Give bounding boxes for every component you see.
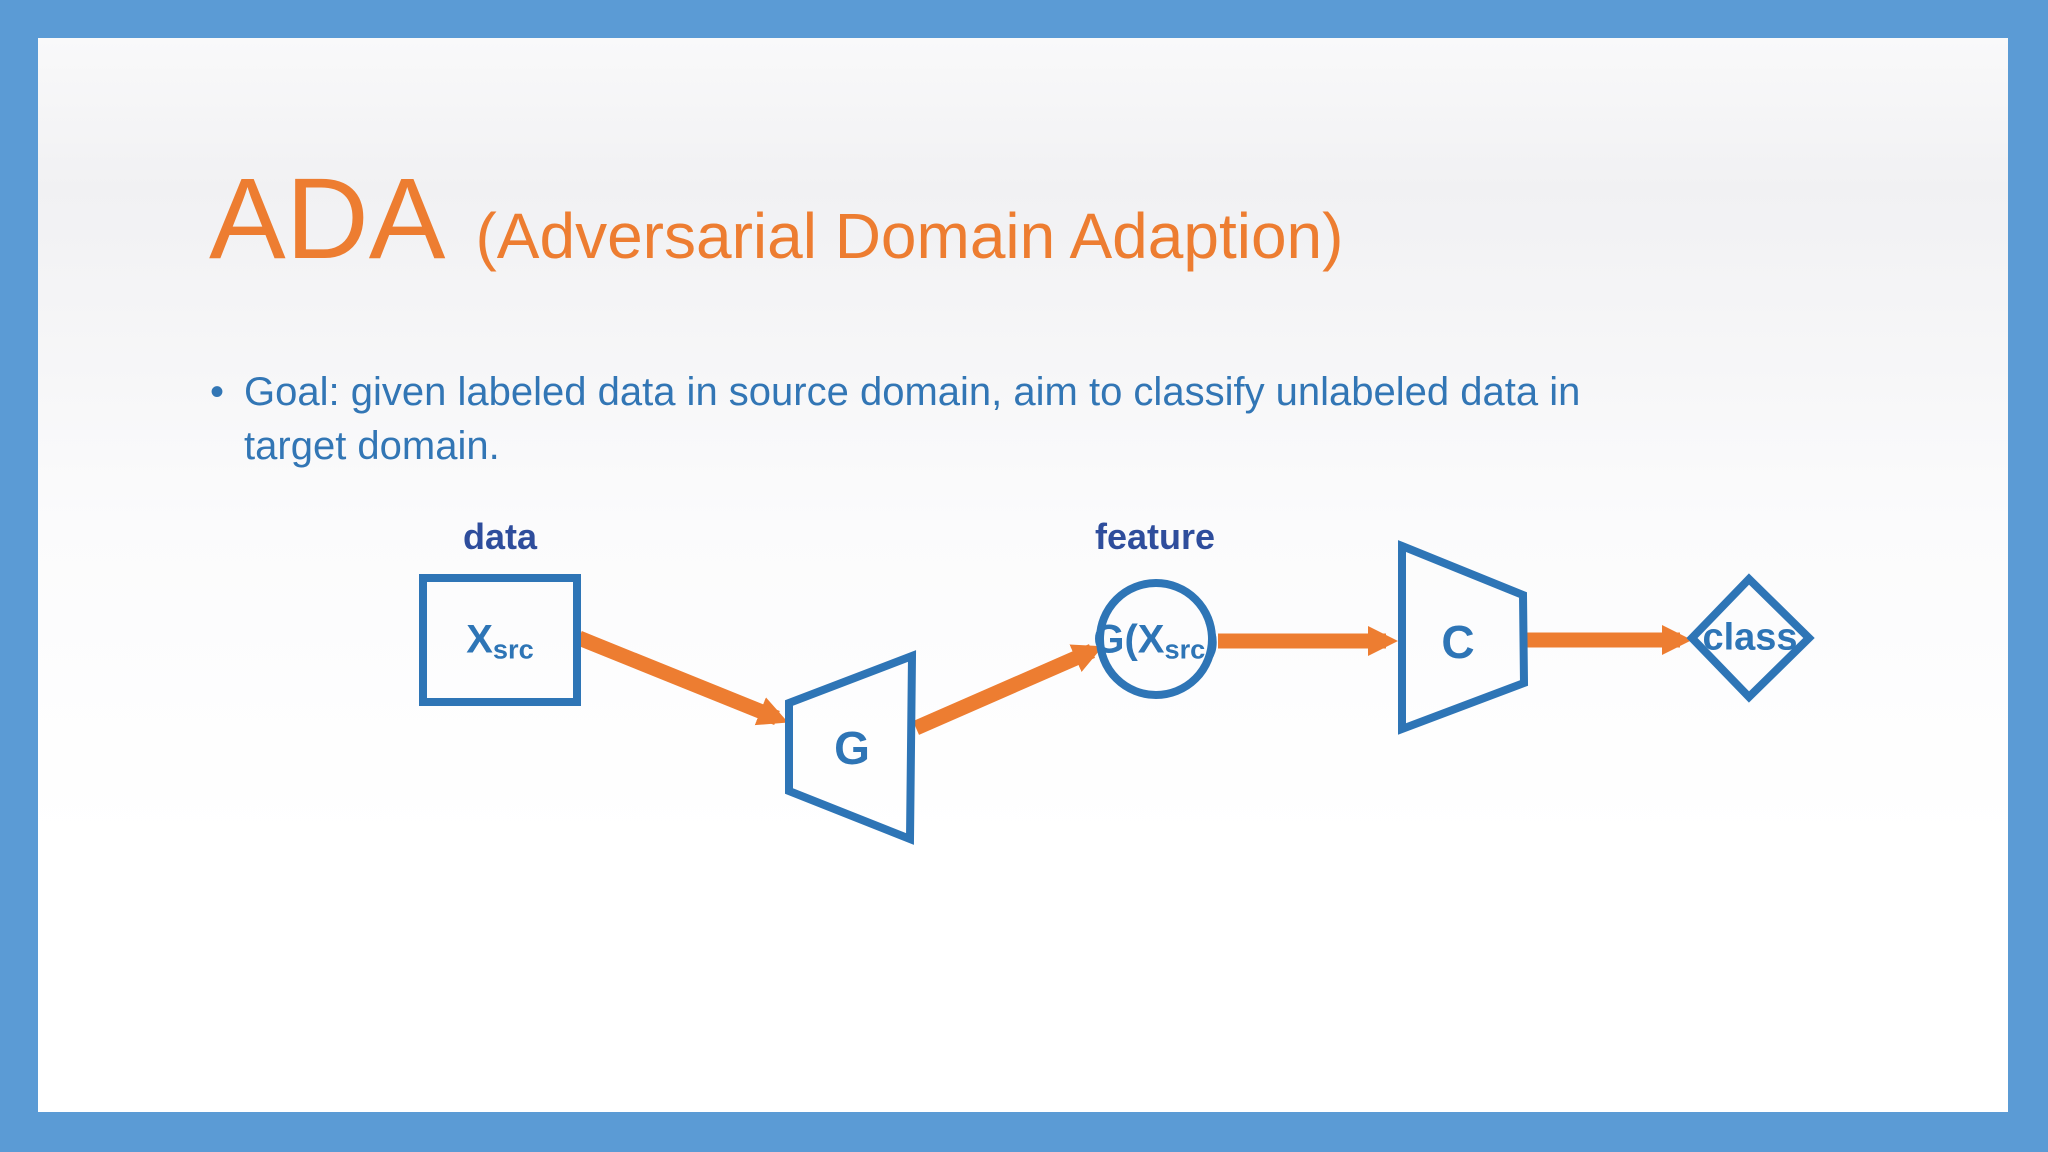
slide: ADA (Adversarial Domain Adaption) • Goal… [38,38,2008,1112]
class-diamond-shape [1686,573,1815,703]
bullet-text: Goal: given labeled data in source domai… [244,365,1580,473]
g-trapezoid-shape [785,650,917,845]
x-src-text: Xsrc [466,618,534,663]
pipeline-diagram: data feature Xsrc G G(Xsrc) C class [380,500,1900,880]
feature-label: feature [1094,516,1216,557]
feature-value-text: G(Xsrc) [1093,618,1218,663]
c-node-text: C [1441,616,1475,668]
feature-circle-shape [1096,579,1216,699]
bullet-line-1: Goal: given labeled data in source domai… [244,370,1581,414]
title-subtitle: (Adversarial Domain Adaption) [475,200,1344,272]
data-label: data [462,516,538,557]
arrow-g-to-feature [912,644,1103,735]
x-src-base: X [466,617,493,662]
x-src-box-shape [419,574,581,706]
bullet-line-2: target domain. [244,424,500,468]
feature-value-subscript: src [1164,633,1206,665]
bullet-marker: • [210,370,225,414]
arrow-data-to-g [576,631,789,726]
title-acronym: ADA [209,155,446,283]
class-node-text: class [1702,616,1798,659]
page-title: ADA (Adversarial Domain Adaption) [209,162,1343,277]
feature-value-post: ) [1205,617,1219,662]
x-src-subscript: src [492,633,534,665]
g-node-text: G [834,722,870,774]
pipeline-diagram-svg [419,540,1815,845]
c-trapezoid-shape [1398,540,1529,735]
bullet-item: • Goal: given labeled data in source dom… [210,365,1580,473]
feature-value-pre: G(X [1093,617,1165,662]
